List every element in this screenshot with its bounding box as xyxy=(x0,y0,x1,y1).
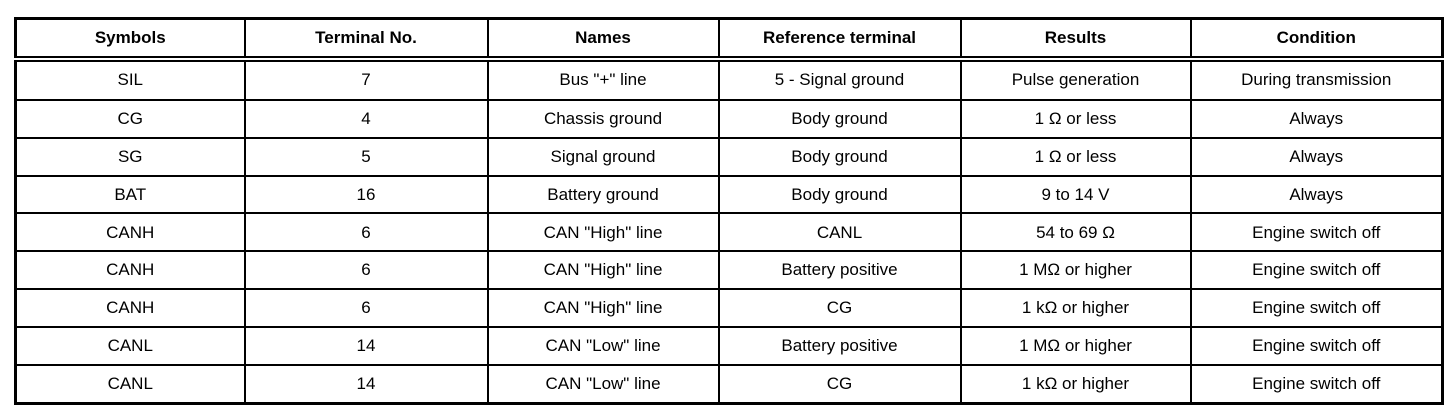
table-cell: 1 kΩ or higher xyxy=(959,288,1192,328)
table-cell: Bus "+" line xyxy=(486,57,720,101)
table-cell: CANH xyxy=(14,288,246,328)
table-cell: 5 xyxy=(243,136,489,177)
table-cell: Always xyxy=(1189,98,1444,139)
table-cell: Engine switch off xyxy=(1189,212,1444,253)
table-cell: CANL xyxy=(717,212,962,253)
table-cell: 14 xyxy=(243,363,489,405)
column-header-results: Results xyxy=(959,17,1192,62)
table-cell: Battery positive xyxy=(717,325,962,366)
column-header-names: Names xyxy=(486,17,720,62)
table-cell: CANL xyxy=(14,325,246,366)
table-cell: 1 Ω or less xyxy=(959,136,1192,177)
table-cell: Battery positive xyxy=(717,250,962,291)
table-cell: 7 xyxy=(243,57,489,101)
column-header-terminal-no: Terminal No. xyxy=(243,17,489,62)
table-cell: Engine switch off xyxy=(1189,325,1444,366)
table-cell: 5 - Signal ground xyxy=(717,57,962,101)
table-cell: Body ground xyxy=(717,136,962,177)
table-cell: BAT xyxy=(14,174,246,215)
table-cell: CAN "High" line xyxy=(486,288,720,328)
table-cell: Engine switch off xyxy=(1189,288,1444,328)
table-cell: 9 to 14 V xyxy=(959,174,1192,215)
table-cell: SIL xyxy=(14,57,246,101)
table-cell: Body ground xyxy=(717,174,962,215)
table-cell: CAN "Low" line xyxy=(486,325,720,366)
table-cell: CANH xyxy=(14,212,246,253)
table-cell: Always xyxy=(1189,174,1444,215)
table-cell: Always xyxy=(1189,136,1444,177)
table-cell: CAN "Low" line xyxy=(486,363,720,405)
table-cell: 54 to 69 Ω xyxy=(959,212,1192,253)
table-cell: During transmission xyxy=(1189,57,1444,101)
table-cell: CAN "High" line xyxy=(486,250,720,291)
table-cell: 14 xyxy=(243,325,489,366)
table-cell: CG xyxy=(717,288,962,328)
table-cell: 6 xyxy=(243,212,489,253)
table-cell: SG xyxy=(14,136,246,177)
table-cell: 1 MΩ or higher xyxy=(959,325,1192,366)
table-cell: 16 xyxy=(243,174,489,215)
table-cell: 1 Ω or less xyxy=(959,98,1192,139)
table-cell: Chassis ground xyxy=(486,98,720,139)
table-cell: CANL xyxy=(14,363,246,405)
table-cell: Battery ground xyxy=(486,174,720,215)
table-cell: 1 kΩ or higher xyxy=(959,363,1192,405)
table-cell: 1 MΩ or higher xyxy=(959,250,1192,291)
table-cell: CG xyxy=(717,363,962,405)
column-header-symbols: Symbols xyxy=(14,17,246,62)
table-cell: CANH xyxy=(14,250,246,291)
table-cell: Engine switch off xyxy=(1189,250,1444,291)
table-cell: 4 xyxy=(243,98,489,139)
table-cell: Engine switch off xyxy=(1189,363,1444,405)
table-cell: CG xyxy=(14,98,246,139)
column-header-reference-terminal: Reference terminal xyxy=(717,17,962,62)
table-header: Symbols Terminal No. Names Reference ter… xyxy=(14,17,1444,62)
table-cell: Signal ground xyxy=(486,136,720,177)
header-row: Symbols Terminal No. Names Reference ter… xyxy=(14,17,1444,62)
terminal-spec-table: Symbols Terminal No. Names Reference ter… xyxy=(14,17,1444,405)
column-header-condition: Condition xyxy=(1189,17,1444,62)
table-cell: Body ground xyxy=(717,98,962,139)
table-cell: 6 xyxy=(243,288,489,328)
table-cell: 6 xyxy=(243,250,489,291)
table-cell: CAN "High" line xyxy=(486,212,720,253)
table-cell: Pulse generation xyxy=(959,57,1192,101)
